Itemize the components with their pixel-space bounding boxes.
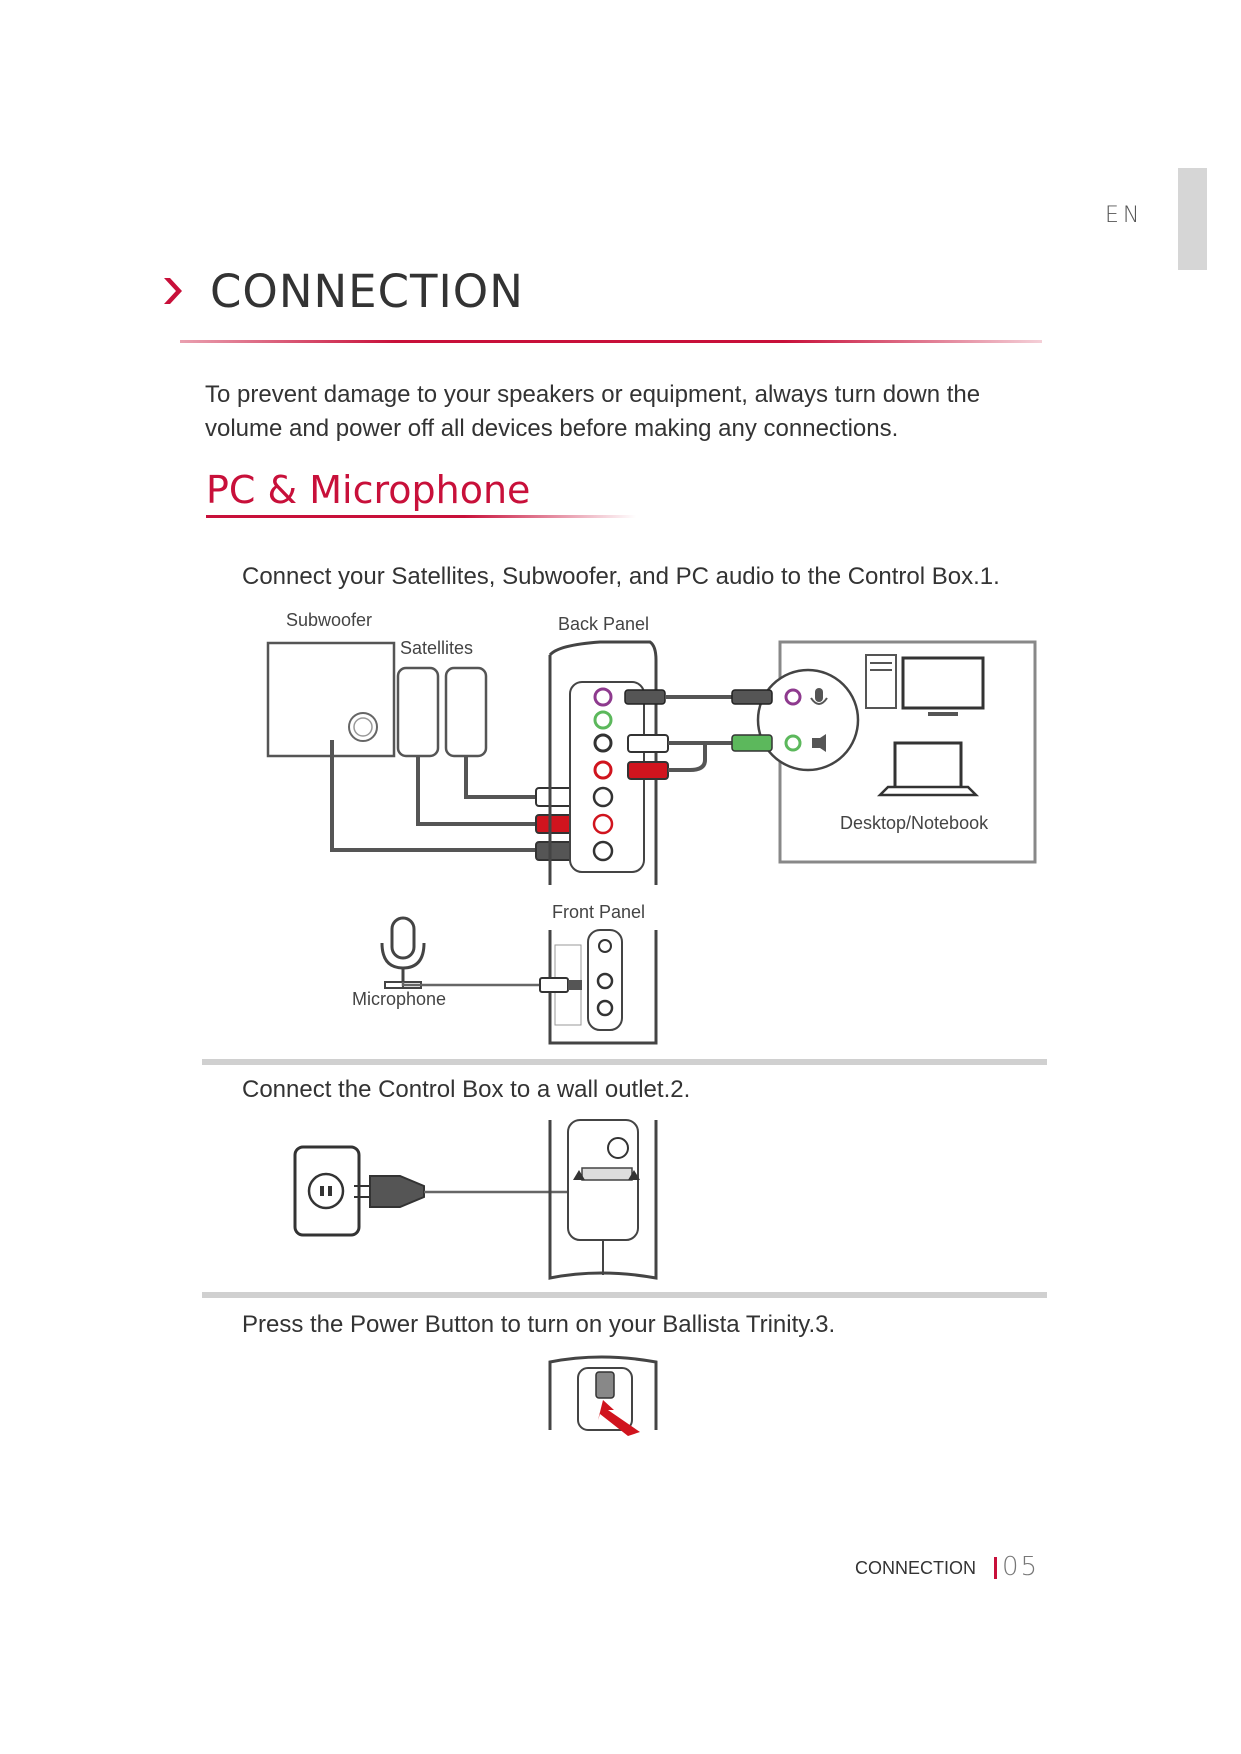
step-2-text: Connect the Control Box to a wall outlet…	[242, 1076, 691, 1103]
section-title: CONNECTION	[210, 265, 524, 318]
desktop-notebook-label: Desktop/Notebook	[840, 813, 989, 833]
control-box-back-panel	[548, 640, 658, 885]
power-button-icon	[595, 1371, 615, 1399]
step-divider	[202, 1059, 1047, 1065]
control-box-rear-power	[548, 1119, 658, 1280]
subwoofer-illustration	[266, 641, 396, 758]
power-plug-icon	[354, 1175, 425, 1208]
step-divider	[202, 1292, 1047, 1298]
desktop-icon	[865, 654, 985, 716]
intro-text: To prevent damage to your speakers or eq…	[205, 381, 981, 442]
microphone-label: Microphone	[352, 989, 447, 1009]
subwoofer-label: Subwoofer	[286, 610, 373, 630]
footer-section-label: CONNECTION	[855, 1558, 976, 1578]
page-number: 05	[1002, 1552, 1040, 1582]
satellites-label: Satellites	[400, 638, 474, 658]
language-label: EN	[1105, 203, 1144, 228]
subsection-title: PC & Microphone	[206, 468, 531, 512]
subsection-rule	[206, 515, 636, 518]
step-3-text: Press the Power Button to turn on your B…	[242, 1311, 836, 1338]
title-rule	[180, 340, 1042, 343]
front-panel-label: Front Panel	[552, 902, 646, 922]
satellites-illustration	[396, 666, 488, 758]
arrow-icon	[598, 1400, 640, 1436]
chevron-right-icon	[164, 278, 182, 304]
pc-audio-jacks-zoom	[731, 668, 860, 772]
step-1-text: Connect your Satellites, Subwoofer, and …	[242, 563, 1000, 590]
wall-outlet-icon	[293, 1145, 361, 1237]
back-panel-label: Back Panel	[558, 614, 650, 634]
language-tab	[1178, 168, 1207, 270]
footer-bar	[994, 1557, 997, 1579]
notebook-icon	[876, 741, 980, 797]
